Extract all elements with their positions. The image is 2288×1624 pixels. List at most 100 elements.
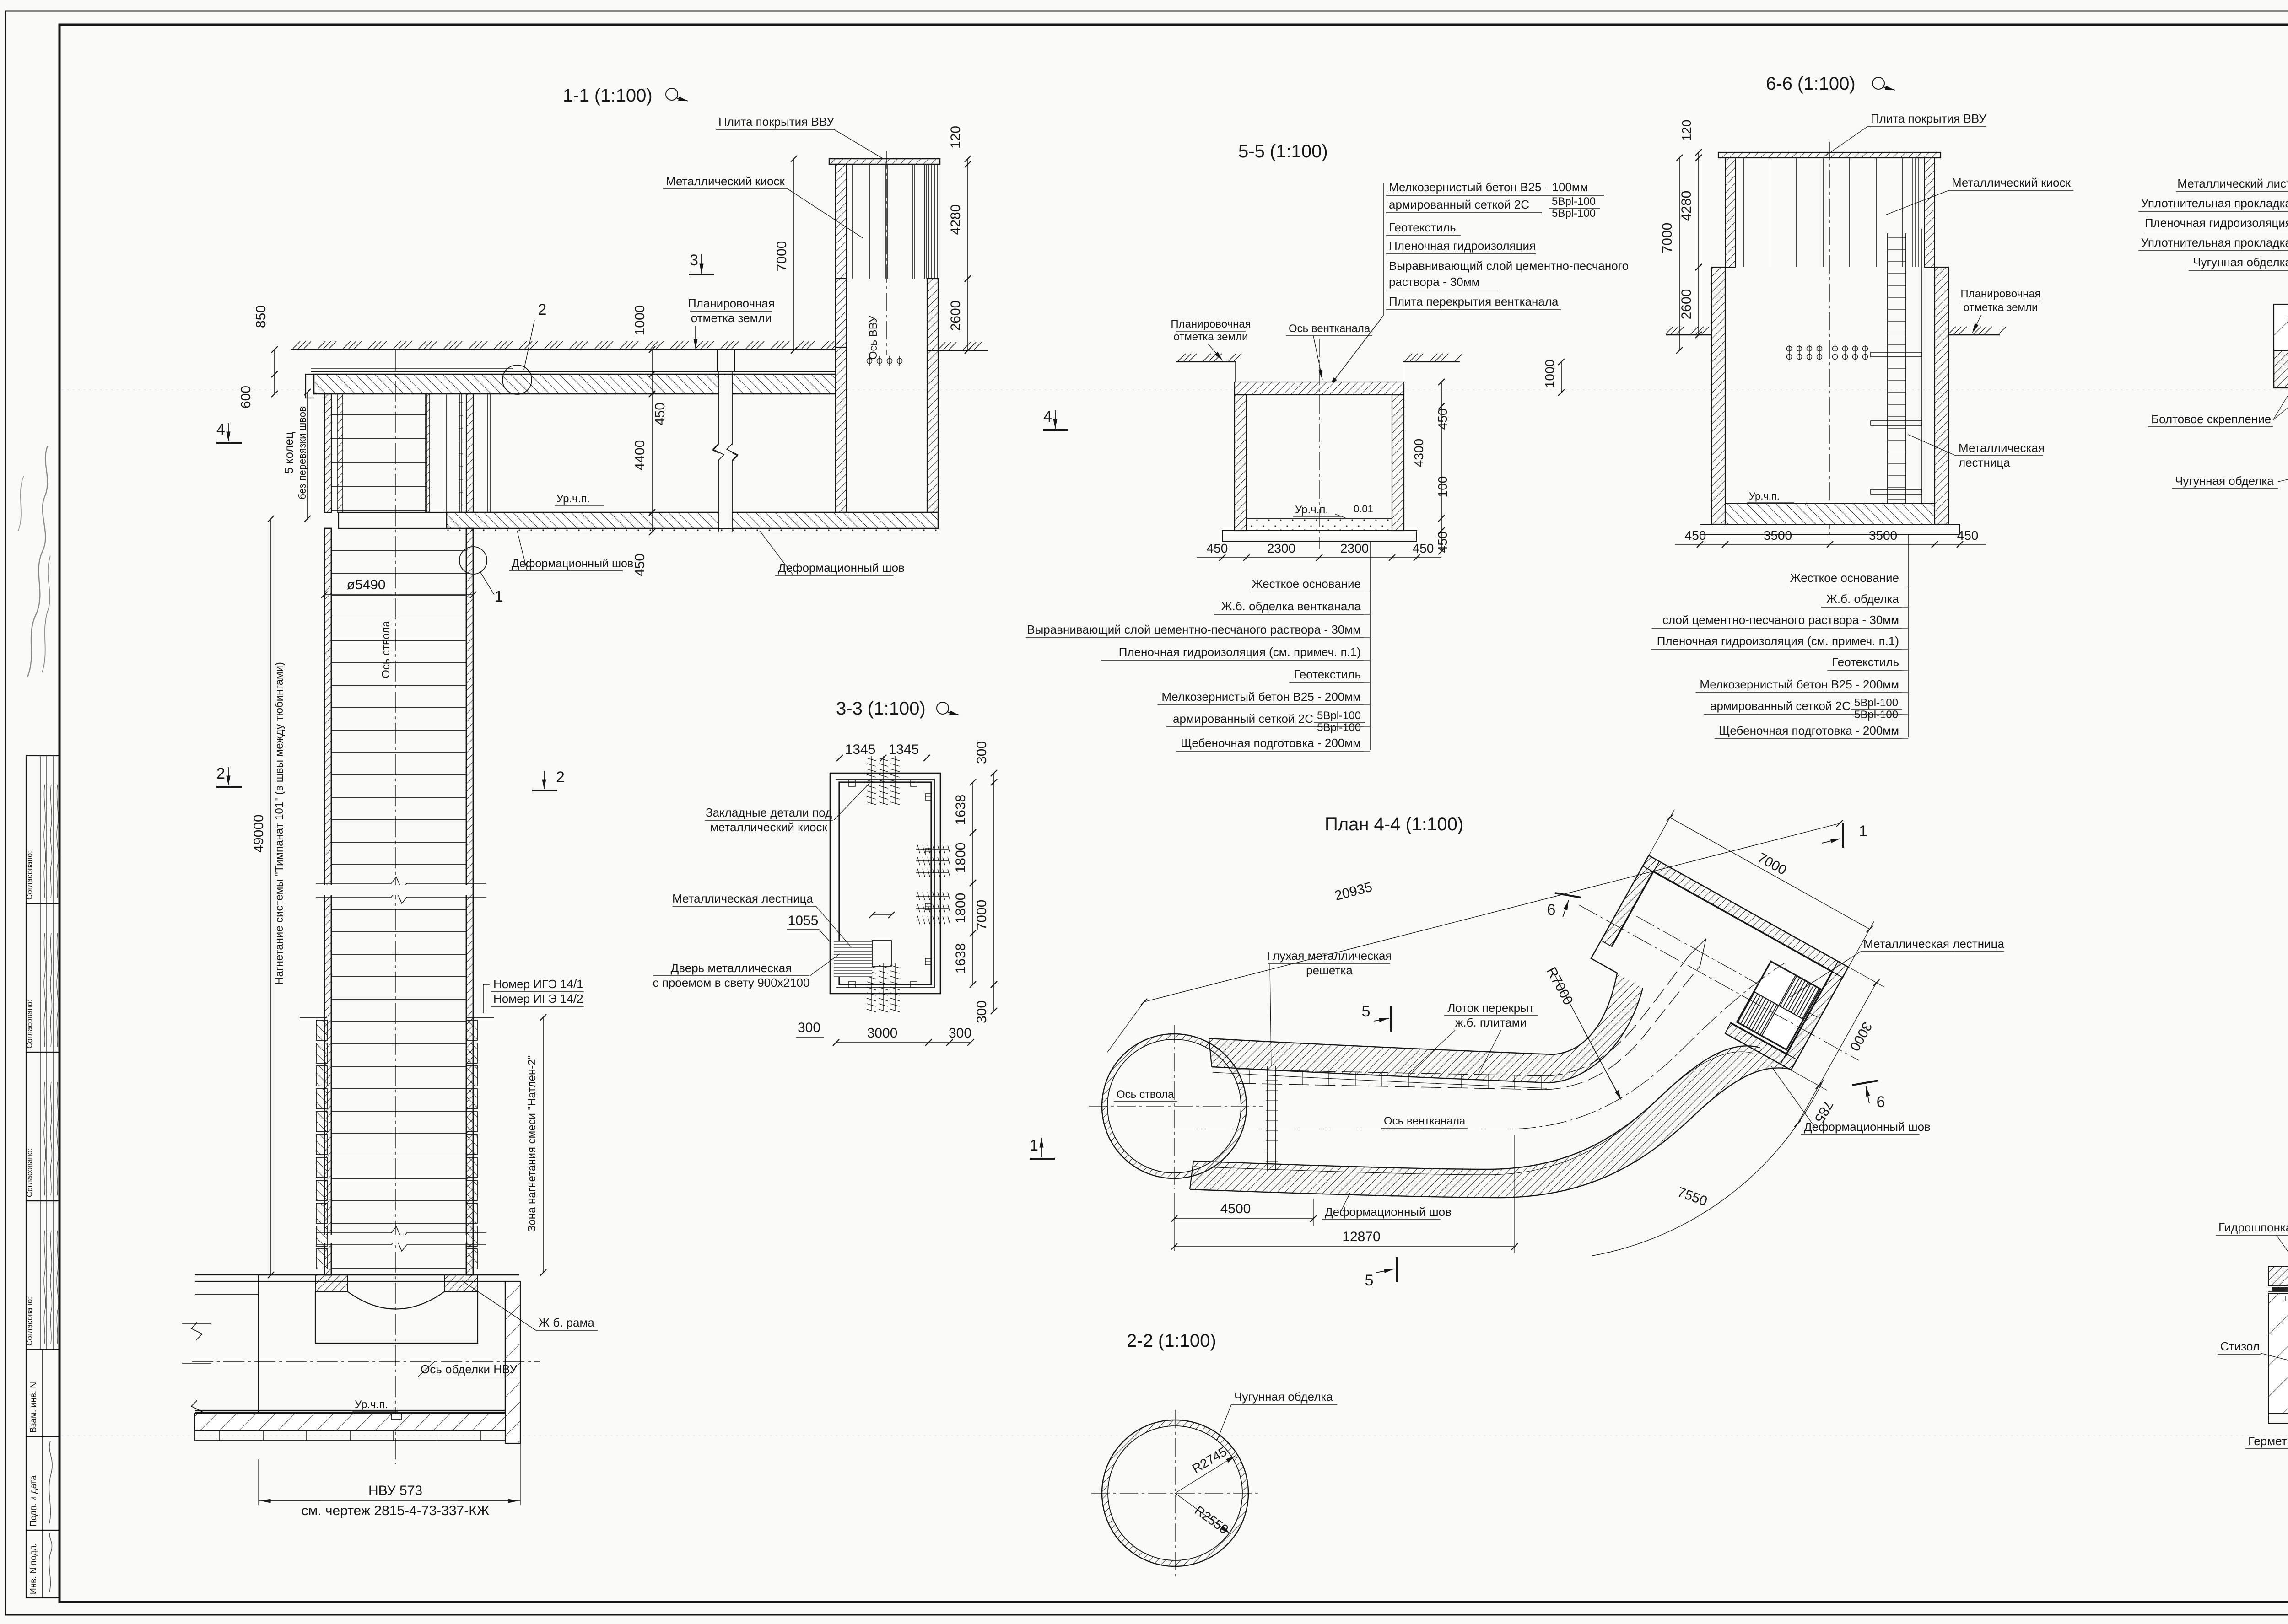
svg-text:Ур.ч.п.: Ур.ч.п. xyxy=(1295,504,1328,516)
svg-text:Зона нагнетания смеси "Натлен-: Зона нагнетания смеси "Натлен-2" xyxy=(526,1055,538,1232)
svg-text:5 колец: 5 колец xyxy=(282,432,296,474)
svg-text:3500: 3500 xyxy=(1869,528,1897,543)
svg-text:Планировочная: Планировочная xyxy=(1960,288,2040,300)
svg-text:отметка земли: отметка земли xyxy=(691,311,772,325)
svg-text:5Bpl-100: 5Bpl-100 xyxy=(1317,710,1361,722)
svg-text:Щебеночная подготовка - 200мм: Щебеночная подготовка - 200мм xyxy=(1719,724,1899,737)
svg-text:450: 450 xyxy=(653,403,668,425)
svg-text:Номер ИГЭ 14/1: Номер ИГЭ 14/1 xyxy=(493,977,583,991)
svg-text:6: 6 xyxy=(1547,901,1556,919)
svg-text:Выравнивающий слой цементно-пе: Выравнивающий слой цементно-песчаного ра… xyxy=(1027,623,1361,636)
svg-text:Металлическая лестница: Металлическая лестница xyxy=(1863,937,2005,951)
svg-text:Жесткое основание: Жесткое основание xyxy=(1790,571,1899,585)
svg-text:1345: 1345 xyxy=(889,742,919,757)
svg-text:Гидрошпонка: Гидрошпонка xyxy=(2218,1221,2288,1234)
svg-text:Согласовано:: Согласовано: xyxy=(25,1297,34,1346)
svg-text:металлический киоск: металлический киоск xyxy=(710,820,827,834)
svg-text:120: 120 xyxy=(948,126,963,149)
svg-text:армированный сеткой 2С: армированный сеткой 2С xyxy=(1173,712,1313,726)
svg-text:Металлическая лестница: Металлическая лестница xyxy=(672,892,814,905)
svg-text:раствора - 30мм: раствора - 30мм xyxy=(1389,275,1480,289)
svg-text:450: 450 xyxy=(1413,541,1434,555)
svg-text:Согласовано:: Согласовано: xyxy=(25,1148,34,1197)
svg-text:Планировочная: Планировочная xyxy=(1171,318,1251,330)
svg-text:Ж б. рама: Ж б. рама xyxy=(539,1316,594,1329)
svg-text:отметка земли: отметка земли xyxy=(1964,301,2038,314)
svg-text:Нагнетание системы "Тимпанат 1: Нагнетание системы "Тимпанат 101" (в швы… xyxy=(273,662,286,985)
svg-text:7000: 7000 xyxy=(974,900,989,930)
svg-text:решетка: решетка xyxy=(1306,963,1353,977)
svg-text:4280: 4280 xyxy=(948,204,963,235)
svg-text:Пленочная гидроизоляция: Пленочная гидроизоляция xyxy=(1389,239,1536,253)
svg-text:Взам. инв. N: Взам. инв. N xyxy=(29,1382,38,1433)
svg-text:Номер ИГЭ 14/2: Номер ИГЭ 14/2 xyxy=(493,992,583,1006)
svg-text:НВУ 573: НВУ 573 xyxy=(368,1483,422,1498)
svg-text:Ось ствола: Ось ствола xyxy=(380,621,392,678)
svg-text:Ж.б. обделка вентканала: Ж.б. обделка вентканала xyxy=(1221,599,1361,613)
svg-text:Геотекстиль: Геотекстиль xyxy=(1832,655,1899,669)
svg-text:600: 600 xyxy=(238,386,254,409)
svg-text:7000: 7000 xyxy=(774,241,789,272)
svg-text:ø5490: ø5490 xyxy=(346,577,385,592)
svg-text:4280: 4280 xyxy=(1679,191,1694,221)
svg-text:1-1 (1:100): 1-1 (1:100) xyxy=(563,86,653,106)
svg-text:120: 120 xyxy=(1679,120,1694,141)
svg-text:Ж.б. обделка: Ж.б. обделка xyxy=(1826,592,1899,606)
svg-text:6: 6 xyxy=(1877,1093,1885,1111)
svg-text:2: 2 xyxy=(216,765,225,782)
svg-text:Болтовое скрепление: Болтовое скрепление xyxy=(2151,412,2271,426)
svg-text:300: 300 xyxy=(974,1000,989,1023)
svg-text:Стизол: Стизол xyxy=(2220,1339,2260,1353)
svg-text:Деформационный шов: Деформационный шов xyxy=(1804,1120,1931,1134)
svg-text:2600: 2600 xyxy=(948,301,963,331)
svg-text:Деформационный шов: Деформационный шов xyxy=(778,561,905,575)
svg-text:Мелкозернистый бетон В25 - 1: Мелкозернистый бетон В25 - 100мм xyxy=(1389,180,1588,194)
svg-text:450: 450 xyxy=(632,554,648,576)
svg-text:Планировочная: Планировочная xyxy=(688,296,775,310)
svg-text:2300: 2300 xyxy=(1340,541,1369,555)
svg-text:3: 3 xyxy=(690,252,698,269)
svg-text:Выравнивающий слой цементно-пе: Выравнивающий слой цементно-песчаного xyxy=(1389,259,1629,273)
svg-text:450: 450 xyxy=(1957,528,1979,543)
svg-text:1800: 1800 xyxy=(953,843,968,873)
svg-text:Металлический киоск: Металлический киоск xyxy=(1952,176,2071,189)
svg-text:Ось вентканала: Ось вентканала xyxy=(1289,323,1371,335)
svg-text:Согласовано:: Согласовано: xyxy=(25,851,34,900)
svg-text:Уплотнительная прокладка: Уплотнительная прокладка xyxy=(2141,236,2288,249)
svg-text:без перевязки швов: без перевязки швов xyxy=(297,406,308,499)
svg-text:1345: 1345 xyxy=(845,742,876,757)
svg-text:5: 5 xyxy=(1362,1003,1371,1020)
svg-text:1: 1 xyxy=(495,588,503,605)
svg-text:2300: 2300 xyxy=(1267,541,1295,555)
svg-text:850: 850 xyxy=(254,305,269,328)
svg-text:450: 450 xyxy=(1207,541,1228,555)
svg-text:450: 450 xyxy=(1685,528,1706,543)
svg-text:5-5 (1:100): 5-5 (1:100) xyxy=(1238,141,1328,161)
svg-text:План 4-4 (1:100): План 4-4 (1:100) xyxy=(1325,814,1463,834)
svg-text:отметка земли: отметка земли xyxy=(1174,331,1248,343)
svg-text:3000: 3000 xyxy=(867,1026,898,1041)
svg-text:5Bpl-100: 5Bpl-100 xyxy=(1854,697,1898,709)
svg-text:Металлический лист: Металлический лист xyxy=(2177,177,2288,190)
svg-text:Пленочная гидроизоляция (см. п: Пленочная гидроизоляция (см. примеч. п.1… xyxy=(1119,645,1361,659)
svg-text:5Bpl-100: 5Bpl-100 xyxy=(1854,709,1898,721)
svg-text:12870: 12870 xyxy=(1342,1229,1380,1244)
svg-text:Лоток перекрыт: Лоток перекрыт xyxy=(1447,1001,1534,1015)
svg-text:450: 450 xyxy=(1435,409,1450,430)
svg-text:Мелкозернистый бетон В25 - 200: Мелкозернистый бетон В25 - 200мм xyxy=(1700,678,1899,691)
svg-text:1: 1 xyxy=(1030,1137,1038,1154)
svg-text:Пленочная гидроизоляция: Пленочная гидроизоляция xyxy=(2145,216,2288,230)
svg-text:1: 1 xyxy=(1859,823,1867,840)
svg-text:Закладные детали под: Закладные детали под xyxy=(706,806,832,819)
svg-text:2: 2 xyxy=(556,769,565,786)
svg-text:3-3 (1:100): 3-3 (1:100) xyxy=(836,699,926,719)
svg-text:Деформационный шов: Деформационный шов xyxy=(1325,1205,1452,1219)
svg-text:Ось вентканала: Ось вентканала xyxy=(1384,1115,1466,1127)
svg-text:100: 100 xyxy=(1435,476,1450,498)
svg-text:Подп. и дата: Подп. и дата xyxy=(29,1475,38,1527)
svg-text:Дверь металлическая: Дверь металлическая xyxy=(671,961,792,975)
svg-text:Плита покрытия ВВУ: Плита покрытия ВВУ xyxy=(1871,112,1986,125)
svg-text:5Bpl-100: 5Bpl-100 xyxy=(1552,195,1596,208)
svg-text:Ось обделки НВУ: Ось обделки НВУ xyxy=(421,1362,517,1376)
svg-text:Деформационный шов: Деформационный шов xyxy=(512,557,633,570)
